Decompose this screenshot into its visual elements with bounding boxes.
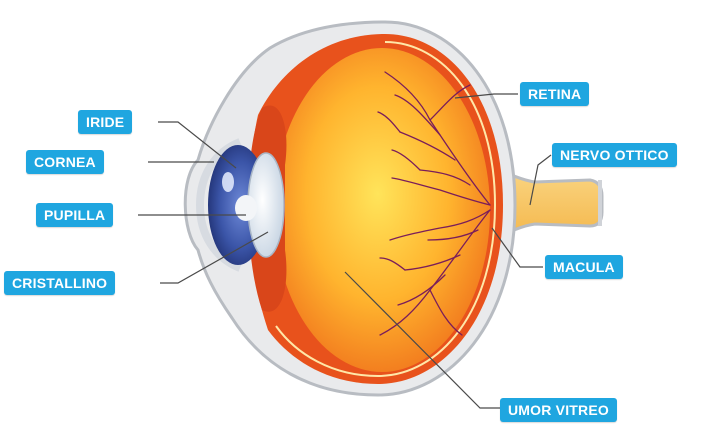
label-cristallino: CRISTALLINO	[4, 271, 115, 295]
label-macula: MACULA	[545, 255, 623, 279]
label-iride: IRIDE	[78, 110, 132, 134]
vitreous-body	[274, 48, 490, 372]
label-pupilla: PUPILLA	[36, 203, 113, 227]
label-retina: RETINA	[520, 82, 589, 106]
label-cornea: CORNEA	[26, 150, 104, 174]
iris-highlight	[222, 172, 234, 192]
label-umor-vitreo: UMOR VITREO	[500, 398, 617, 422]
label-nervo-ottico: NERVO OTTICO	[552, 143, 677, 167]
pupil	[235, 195, 257, 221]
